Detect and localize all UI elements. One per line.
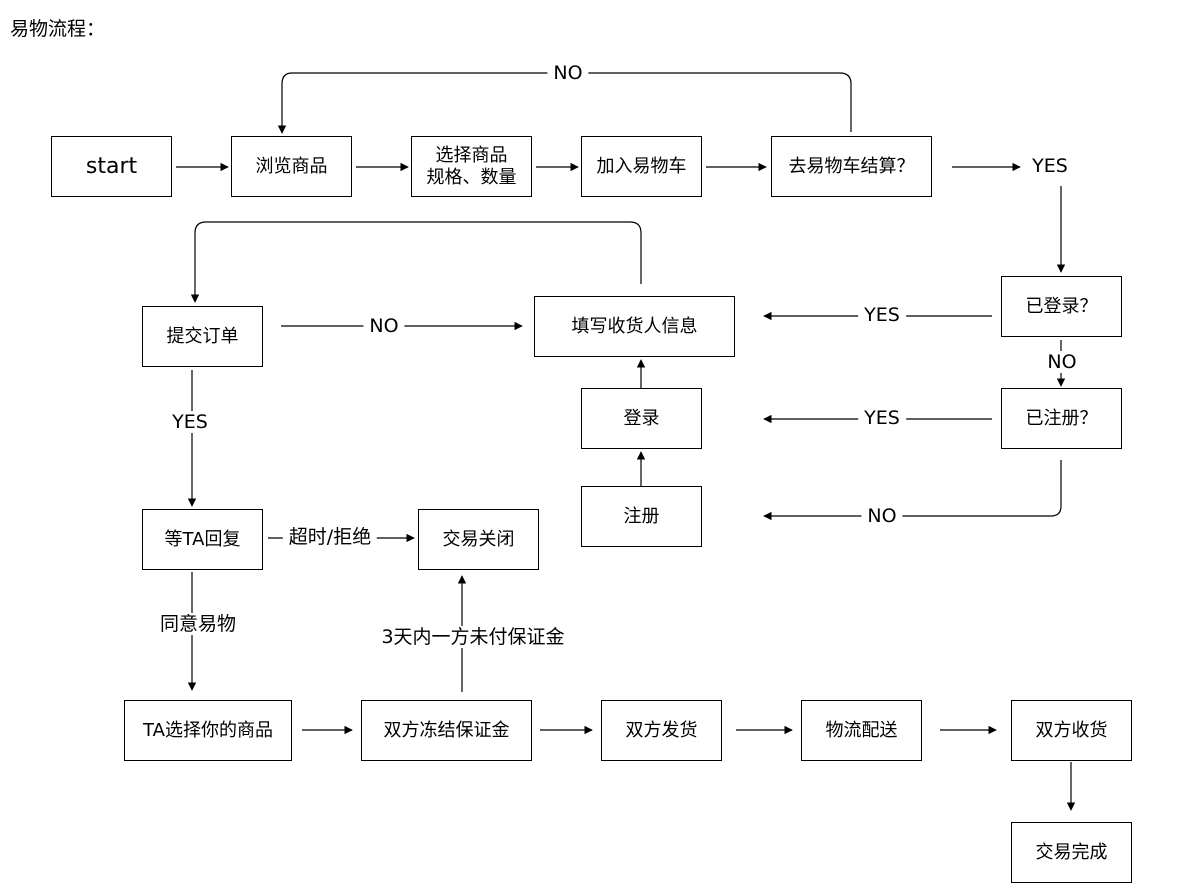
label-no-top: NO xyxy=(547,62,589,84)
node-ta-select: TA选择你的商品 xyxy=(124,700,292,761)
node-checkout: 去易物车结算？ xyxy=(771,136,932,197)
node-both-receive: 双方收货 xyxy=(1011,700,1132,761)
label-timeout-reject: 超时/拒绝 xyxy=(282,526,378,548)
node-fill-address: 填写收货人信息 xyxy=(534,296,735,357)
label-deposit-unpaid: 3天内一方未付保证金 xyxy=(375,626,571,648)
node-register: 注册 xyxy=(581,486,702,547)
node-freeze-deposit: 双方冻结保证金 xyxy=(361,700,532,761)
node-login: 登录 xyxy=(581,388,702,449)
arrow-registered-register xyxy=(763,460,1062,521)
page-title: 易物流程： xyxy=(10,18,106,40)
node-start: start xyxy=(51,136,172,197)
node-select-spec: 选择商品 规格、数量 xyxy=(411,136,532,197)
node-submit-order: 提交订单 xyxy=(142,306,263,367)
arrow-fill-submit-loop xyxy=(190,221,642,303)
node-logged-in: 已登录？ xyxy=(1001,276,1122,337)
node-add-cart: 加入易物车 xyxy=(581,136,702,197)
node-trade-closed: 交易关闭 xyxy=(418,509,539,570)
node-registered: 已注册？ xyxy=(1001,388,1122,449)
label-yes-logged: YES xyxy=(858,304,906,326)
node-logistics: 物流配送 xyxy=(801,700,922,761)
label-yes-submit: YES xyxy=(166,411,214,433)
label-yes-registered: YES xyxy=(858,407,906,429)
node-select-spec-line1: 选择商品 xyxy=(435,144,508,166)
node-wait-reply: 等TA回复 xyxy=(142,509,263,570)
node-select-spec-line2: 规格、数量 xyxy=(426,166,517,188)
label-yes-checkout: YES xyxy=(1026,155,1074,177)
label-agree: 同意易物 xyxy=(153,613,243,635)
node-browse: 浏览商品 xyxy=(231,136,352,197)
node-trade-done: 交易完成 xyxy=(1011,822,1132,883)
label-no-submit: NO xyxy=(363,315,405,337)
node-both-ship: 双方发货 xyxy=(601,700,722,761)
label-no-logged: NO xyxy=(1041,351,1083,373)
label-no-registered: NO xyxy=(861,505,903,527)
